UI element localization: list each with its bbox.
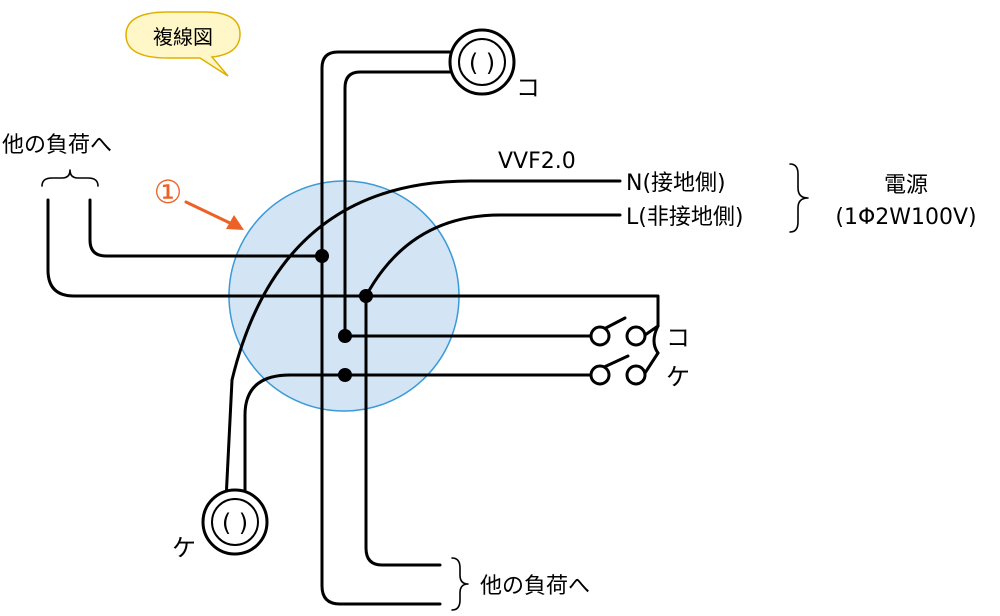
lamp-ko-inner — [458, 38, 506, 86]
left-load-label: 他の負荷へ — [2, 133, 112, 158]
wire-lamp-ko-outer-loop — [320, 50, 452, 606]
junction-marker-arrow-head — [226, 215, 244, 230]
bottom-load-brace — [451, 557, 469, 611]
diagram-type-label: 複線図 — [153, 25, 213, 49]
source-title: 電源 — [884, 173, 928, 198]
switch-ko-label: コ — [666, 324, 690, 352]
wire-lamp-ke-to-switch-ke — [243, 373, 595, 502]
lamp-ke-inner — [211, 498, 259, 546]
switch-ke-terminal-right — [625, 364, 647, 386]
source-neutral-label: N(接地側) — [626, 171, 726, 196]
node-switch-ke — [338, 368, 352, 382]
switch-ko-terminal-left — [589, 325, 611, 347]
wire-left-load-inner — [88, 198, 324, 258]
wire-lamp-ko-to-switch-ko — [343, 70, 595, 338]
source-spec: (1Φ2W100V) — [835, 205, 976, 230]
switch-blade-ke — [600, 354, 630, 370]
node-live — [359, 289, 373, 303]
cable-label: VVF2.0 — [498, 149, 576, 174]
junction-marker-arrow — [184, 200, 234, 226]
switch-common-link — [652, 324, 660, 355]
switch-ke-label: ケ — [666, 363, 690, 391]
bottom-load-label: 他の負荷へ — [480, 574, 590, 599]
wire-live-to-node — [364, 213, 622, 298]
junction-marker: ① — [154, 173, 183, 211]
switch-common-ke — [643, 351, 660, 375]
lamp-ke-glyph: ( ) — [222, 509, 248, 537]
wire-bottom-load — [364, 294, 442, 567]
lamp-ke-label: ケ — [172, 534, 196, 562]
lamp-ko-label: コ — [516, 74, 540, 102]
lamp-ko-glyph: ( ) — [469, 49, 495, 77]
switch-ke-terminal-left — [589, 364, 611, 386]
source-brace — [789, 163, 809, 233]
wire-neutral-to-lamp-ke — [224, 179, 622, 502]
diagram-type-badge — [125, 11, 241, 77]
node-left-load — [315, 249, 329, 263]
switch-ko-terminal-right — [625, 325, 647, 347]
wire-left-load-outer — [46, 198, 660, 328]
left-load-brace — [41, 169, 99, 187]
node-switch-ko — [338, 329, 352, 343]
source-live-label: L(非接地側) — [626, 205, 743, 230]
